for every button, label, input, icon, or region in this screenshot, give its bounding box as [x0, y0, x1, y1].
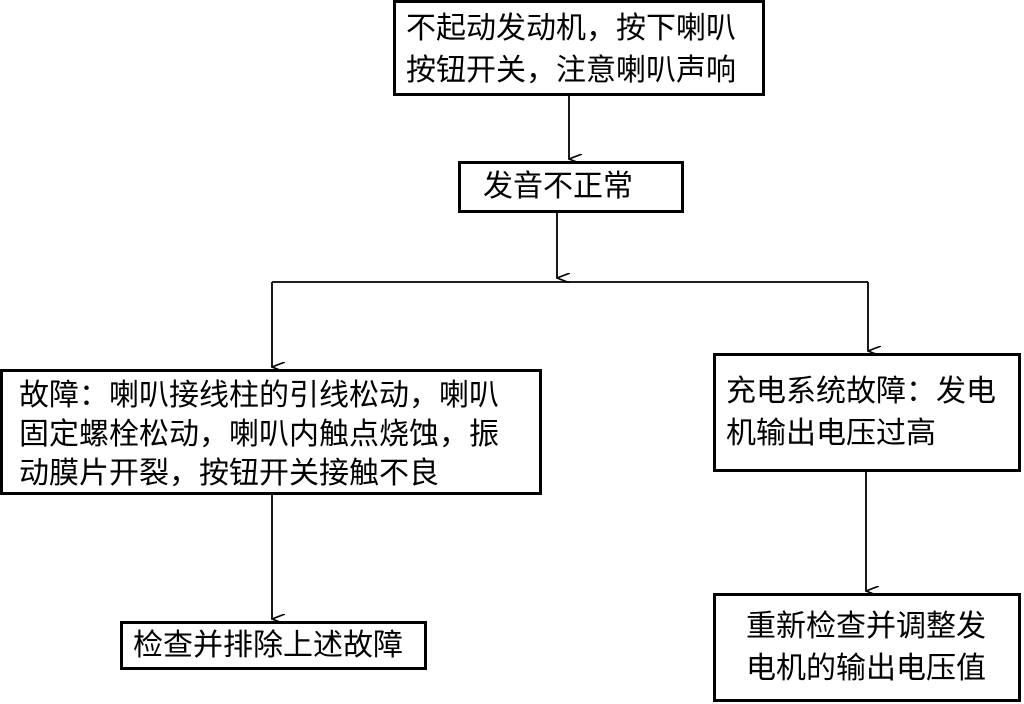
node-abnormal-line-1: 发音不正常 [483, 169, 633, 204]
node-charging-fault: 充电系统故障：发电 机输出电压过高 [713, 353, 1021, 472]
node-fix-faults: 检查并排除上述故障 [120, 621, 427, 670]
node-start-line-1: 不起动发动机，按下喇叭 [406, 11, 736, 46]
node-horn-fault: 故障：喇叭接线柱的引线松动，喇叭 固定螺栓松动，喇叭内触点烧蚀，振 动膜片开裂，… [0, 369, 542, 495]
node-start-horn-test: 不起动发动机，按下喇叭 按钮开关，注意喇叭声响 [393, 0, 765, 96]
node-start-line-2: 按钮开关，注意喇叭声响 [406, 53, 736, 88]
node-horn-fault-line-1: 故障：喇叭接线柱的引线松动，喇叭 [19, 378, 499, 413]
node-horn-fault-line-3: 动膜片开裂，按钮开关接触不良 [19, 456, 439, 491]
node-adjust-voltage: 重新检查并调整发 电机的输出电压值 [713, 593, 1021, 702]
node-fix-line-1: 检查并排除上述故障 [133, 628, 403, 663]
node-charging-fault-line-2: 机输出电压过高 [726, 416, 936, 451]
node-adjust-line-1: 重新检查并调整发 [746, 609, 986, 644]
node-charging-fault-line-1: 充电系统故障：发电 [726, 374, 996, 409]
node-adjust-line-2: 电机的输出电压值 [746, 651, 986, 686]
node-abnormal-sound: 发音不正常 [458, 161, 684, 213]
node-horn-fault-line-2: 固定螺栓松动，喇叭内触点烧蚀，振 [19, 417, 499, 452]
